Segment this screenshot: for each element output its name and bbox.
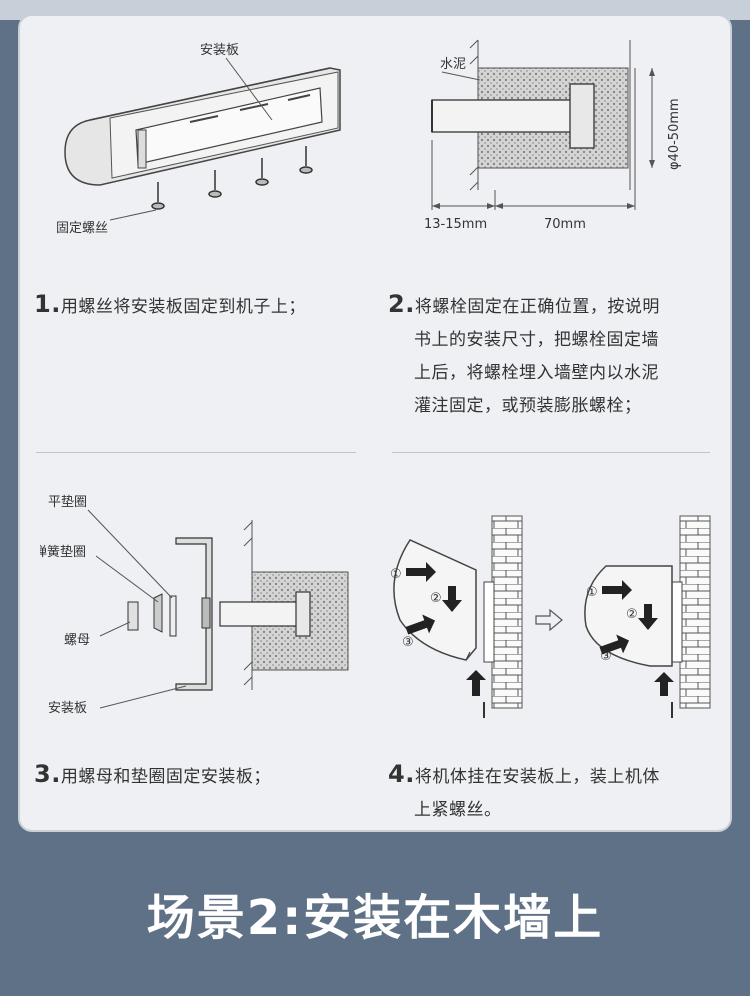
step1-number: 1. [34,290,61,318]
step1-screw-label: 固定螺丝 [56,221,108,236]
step3-plate-label: 安装板 [48,701,87,716]
step2-diagram: 水泥 φ40-50mm 13-15mm 70mm [424,39,682,232]
step4-line-2: 上紧螺丝。 [414,800,502,820]
step4-number: 4. [388,760,415,788]
step3-diagram: 平垫圈 弹簧垫圈 螺母 安装板 [40,494,349,716]
step4-right-marker-1: ① [586,585,598,600]
step2-line-2: 书上的安装尺寸，把螺栓固定墙 [414,330,659,350]
step3-flat-washer-label: 平垫圈 [48,494,87,510]
step4-left-marker-1: ① [390,567,402,582]
step2-right-dim-label: 70mm [544,217,586,232]
step3-text: 用螺母和垫圈固定安装板； [60,767,271,787]
step4-right-marker-2: ② [626,607,638,622]
step2-line-1: 2.将螺栓固定在正确位置，按说明 [388,290,660,318]
step1-instruction: 1.用螺丝将安装板固定到机子上； [34,288,306,324]
step4-instruction: 4.将机体挂在安装板上，装上机体 上紧螺丝。 [388,758,728,827]
step4-diagram: ① ② ③ ① ② ③ [390,515,711,718]
step3-spring-washer-label: 弹簧垫圈 [40,544,86,560]
step3-instruction: 3.用螺母和垫圈固定安装板； [34,758,271,794]
step4-line-1: 4.将机体挂在安装板上，装上机体 [388,760,660,788]
step2-line-4: 灌注固定，或预装膨胀螺栓； [414,396,642,416]
scene-title: 场景2:安装在木墙上 [146,890,604,946]
step4-right-marker-3: ③ [600,649,612,664]
step2-diameter-label: φ40-50mm [667,98,682,170]
step1-text: 用螺丝将安装板固定到机子上； [60,297,306,317]
step2-number: 2. [388,290,415,318]
step4-left-marker-2: ② [430,591,442,606]
step3-nut-label: 螺母 [64,633,90,648]
step1-plate-label: 安装板 [200,43,239,58]
step2-left-dim-label: 13-15mm [424,217,487,232]
step3-number: 3. [34,760,61,788]
right-divider [392,452,710,453]
step1-diagram: 安装板 固定螺丝 [56,43,341,236]
step2-line-3: 上后，将螺栓埋入墙壁内以水泥 [414,363,659,383]
left-divider [36,452,356,453]
step2-instruction: 2.将螺栓固定在正确位置，按说明 书上的安装尺寸，把螺栓固定墙 上后，将螺栓埋入… [388,288,728,423]
step2-cement-label: 水泥 [440,57,466,72]
step4-left-marker-3: ③ [402,635,414,650]
